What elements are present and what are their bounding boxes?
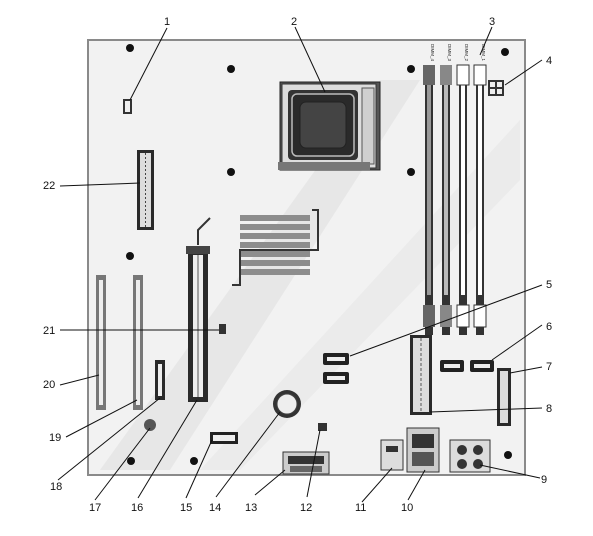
- callout-10: 10: [401, 502, 413, 514]
- callout-22: 22: [43, 180, 55, 192]
- callout-5: 5: [546, 279, 552, 291]
- mounting-holes: [126, 44, 512, 465]
- callout-labels: 1 2 3 4 5 6 7 8 9 10 11 12 13 14 15 16 1…: [43, 16, 552, 514]
- callout-20: 20: [43, 379, 55, 391]
- dimm-label-4: DIMM_4: [430, 44, 435, 61]
- network-port: [406, 427, 440, 473]
- serial-connector: [282, 451, 330, 475]
- heatpipe: [232, 209, 319, 286]
- board-sheen-2: [200, 120, 520, 470]
- callout-13: 13: [245, 502, 257, 514]
- ide-connector: [137, 150, 154, 230]
- callout-12: 12: [300, 502, 312, 514]
- callout-18: 18: [50, 481, 62, 493]
- sata-connectors-right: [440, 360, 494, 372]
- callout-4: 4: [546, 55, 552, 67]
- callout-15: 15: [180, 502, 192, 514]
- jumper-12: [318, 423, 327, 431]
- callout-6: 6: [546, 321, 552, 333]
- leader-lines: [57, 26, 543, 503]
- pci-slots: [96, 275, 143, 410]
- dimm-label-2: DIMM_2: [464, 44, 469, 61]
- callout-3: 3: [489, 16, 495, 28]
- callout-16: 16: [131, 502, 143, 514]
- callout-17: 17: [89, 502, 101, 514]
- chipset-heatsink: [240, 215, 310, 275]
- sata-connectors-center: [323, 353, 349, 384]
- jumper-21: [219, 324, 226, 334]
- main-power-connector: [410, 335, 432, 415]
- dimm-slots: [423, 64, 487, 335]
- usb-ports: [380, 439, 404, 471]
- pcie-x16-slot: [186, 246, 210, 402]
- usb-header: [210, 432, 238, 444]
- audio-connectors: [449, 439, 491, 473]
- callout-7: 7: [546, 361, 552, 373]
- callout-14: 14: [209, 502, 221, 514]
- callout-8: 8: [546, 403, 552, 415]
- coin-battery: [273, 390, 301, 418]
- cpu-socket: [278, 81, 381, 171]
- callout-9: 9: [541, 474, 547, 486]
- dimm-label-1: DIMM_1: [481, 44, 486, 61]
- callout-1: 1: [164, 16, 170, 28]
- callout-11: 11: [355, 502, 366, 514]
- dimm-labels: DIMM_4 DIMM_3 DIMM_2 DIMM_1: [430, 44, 486, 61]
- internal-speaker: [144, 419, 156, 431]
- cpu-power-connector: [488, 80, 504, 96]
- callout-19: 19: [49, 432, 61, 444]
- callout-2: 2: [291, 16, 297, 28]
- dimm-label-3: DIMM_3: [447, 44, 452, 61]
- callout-21: 21: [43, 325, 55, 337]
- front-panel-connector: [497, 368, 511, 426]
